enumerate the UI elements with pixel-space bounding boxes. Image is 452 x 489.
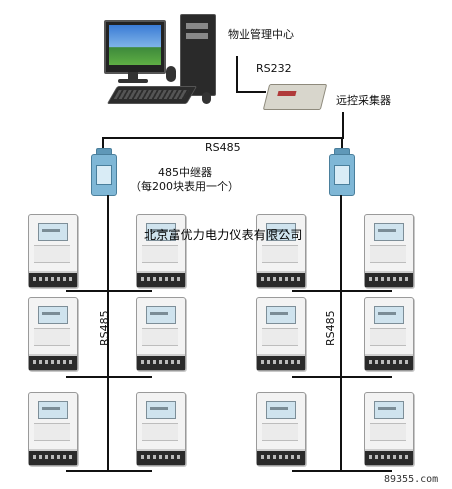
speaker-icon bbox=[166, 66, 176, 82]
electric-meter-icon bbox=[136, 392, 186, 466]
rs485-bus-label: RS485 bbox=[205, 141, 241, 154]
electric-meter-icon bbox=[364, 392, 414, 466]
mouse-icon bbox=[202, 92, 211, 104]
bus-left-drop bbox=[102, 137, 104, 149]
monitor bbox=[104, 20, 166, 74]
rs485-left-label: RS485 bbox=[98, 310, 111, 346]
repeater-note: （每200块表用一个） bbox=[130, 180, 239, 193]
left-trunk-line bbox=[107, 195, 109, 471]
monitor-stand bbox=[128, 72, 138, 80]
remote-collector-label: 远控采集器 bbox=[336, 94, 391, 107]
electric-meter-icon bbox=[28, 392, 78, 466]
electric-meter-icon bbox=[256, 392, 306, 466]
electric-meter-icon bbox=[364, 214, 414, 288]
rs232-line-vertical bbox=[236, 56, 238, 92]
pc-tower bbox=[180, 14, 216, 96]
rs232-label: RS232 bbox=[256, 62, 292, 75]
left-tie-row3 bbox=[66, 470, 152, 472]
rs485-repeater-icon bbox=[329, 148, 355, 196]
electric-meter-icon bbox=[136, 214, 186, 288]
rs485-repeater-icon bbox=[91, 148, 117, 196]
electric-meter-icon bbox=[256, 297, 306, 371]
company-name: 北京富优力电力仪表有限公司 bbox=[144, 228, 303, 242]
keyboard bbox=[106, 86, 198, 104]
right-tie-row1 bbox=[292, 290, 392, 292]
right-trunk-line bbox=[340, 195, 342, 471]
electric-meter-icon bbox=[28, 214, 78, 288]
collector-drop-line bbox=[342, 112, 344, 138]
right-tie-row3 bbox=[292, 470, 392, 472]
management-center-label: 物业管理中心 bbox=[228, 28, 294, 41]
rs485-bus-line bbox=[102, 137, 344, 139]
bus-right-drop bbox=[341, 137, 343, 149]
monitor-base bbox=[118, 79, 148, 83]
watermark-text: 89355.com bbox=[384, 474, 439, 485]
remote-collector-icon bbox=[262, 84, 328, 110]
right-tie-row2 bbox=[292, 376, 392, 378]
left-tie-row2 bbox=[66, 376, 152, 378]
electric-meter-icon bbox=[136, 297, 186, 371]
repeater-label: 485中继器 bbox=[158, 166, 212, 179]
electric-meter-icon bbox=[28, 297, 78, 371]
electric-meter-icon bbox=[256, 214, 306, 288]
rs232-line-horizontal bbox=[236, 91, 266, 93]
electric-meter-icon bbox=[364, 297, 414, 371]
rs485-right-label: RS485 bbox=[324, 310, 337, 346]
left-tie-row1 bbox=[66, 290, 152, 292]
